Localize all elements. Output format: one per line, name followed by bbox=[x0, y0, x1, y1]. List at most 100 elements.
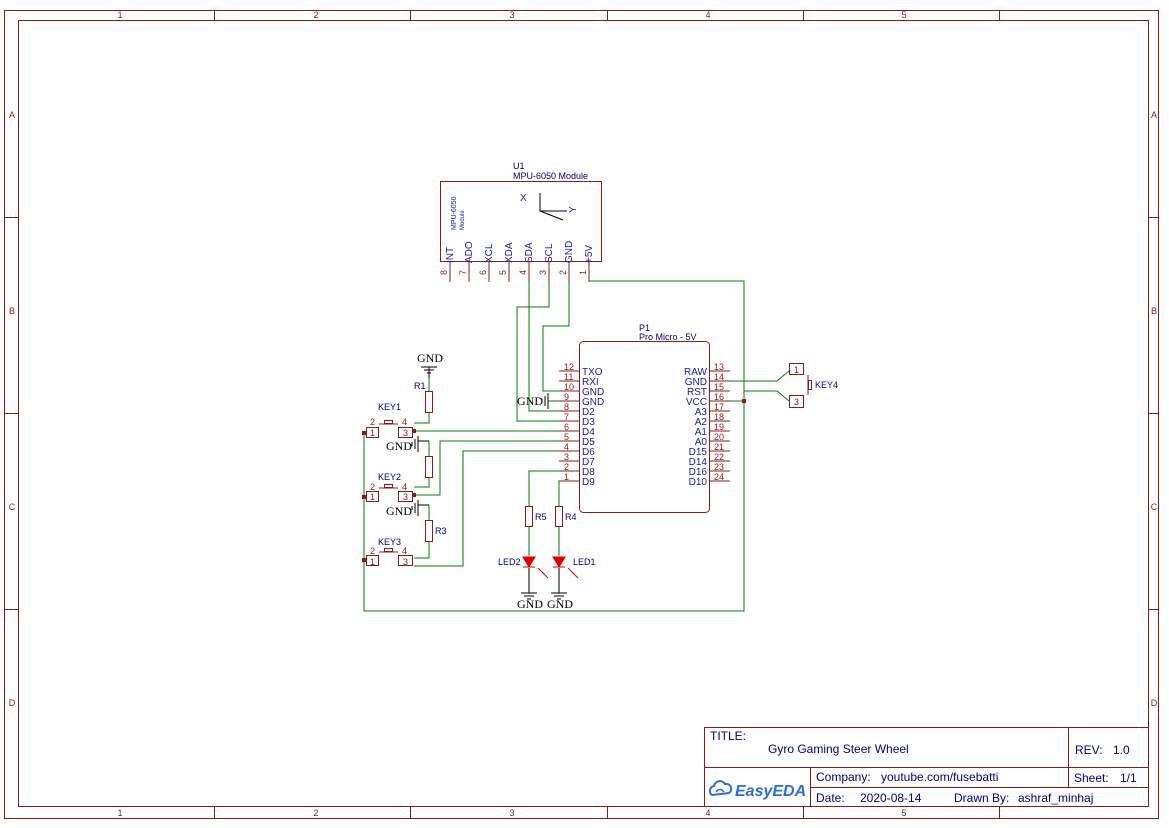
wire-key3-d6 bbox=[414, 450, 579, 567]
p1-pin-7-number: 7 bbox=[564, 412, 569, 422]
r5-ref: R5 bbox=[535, 512, 547, 522]
u1-inner-label-1: MPU-6050 bbox=[451, 196, 458, 230]
col-label-bottom-2: 2 bbox=[313, 808, 318, 818]
p1-name: Pro Micro - 5V bbox=[639, 332, 697, 342]
gnd-symbol-r3: GND bbox=[386, 500, 429, 518]
wire-d8-r5 bbox=[528, 470, 579, 506]
p1-pin-16-number: 16 bbox=[714, 392, 724, 402]
key2-pin-3: 3 bbox=[403, 492, 408, 502]
key3-switch[interactable]: KEY3 2 1 4 3 bbox=[366, 537, 413, 567]
gnd-label-p1: GND bbox=[517, 394, 543, 408]
col-label-bottom-5: 5 bbox=[901, 808, 906, 818]
key2-ref: KEY2 bbox=[378, 472, 401, 482]
rev-value: 1.0 bbox=[1113, 743, 1130, 757]
p1-pin-3-number: 3 bbox=[564, 452, 569, 462]
gnd-label-r3: GND bbox=[386, 504, 412, 518]
p1-pin-24-name: D10 bbox=[689, 477, 708, 488]
r2-resistor[interactable] bbox=[425, 441, 433, 478]
u1-pin-1-number: 1 bbox=[578, 270, 588, 275]
logo-text: EasyEDA bbox=[735, 783, 806, 800]
key1-pin-1: 1 bbox=[370, 428, 375, 438]
cloud-icon bbox=[708, 780, 733, 797]
gnd-symbol-r2: GND bbox=[386, 436, 429, 453]
p1-pin-22-name: D14 bbox=[689, 457, 708, 468]
gnd-symbol-p1: GND bbox=[517, 393, 549, 409]
u1-pin-6-name: XCL bbox=[484, 243, 495, 263]
p1-pin-15-number: 15 bbox=[714, 382, 724, 392]
led2-ref: LED2 bbox=[498, 557, 521, 567]
row-label-right-d: D bbox=[1151, 698, 1158, 708]
p1-pin-22-number: 22 bbox=[714, 452, 724, 462]
p1-pin-9-number: 9 bbox=[564, 392, 569, 402]
sheet-value: 1/1 bbox=[1120, 771, 1137, 785]
key4-switch[interactable]: KEY4 1 3 bbox=[789, 363, 839, 408]
p1-pin-8-name: D2 bbox=[582, 407, 595, 418]
p1-pin-1-number: 1 bbox=[564, 472, 569, 482]
r5-resistor[interactable]: R5 bbox=[525, 506, 547, 527]
u1-mpu6050[interactable]: U1 MPU-6050 Module MPU-6050 Module X Y I… bbox=[439, 161, 602, 282]
led1-ref: LED1 bbox=[573, 557, 596, 567]
row-label-right-a: A bbox=[1151, 110, 1157, 120]
wire-r2-key2 bbox=[414, 478, 430, 488]
led2[interactable]: LED2 bbox=[498, 556, 549, 579]
u1-pin-3-name: SCL bbox=[544, 243, 555, 263]
company-label: Company: bbox=[816, 770, 871, 784]
title-label: TITLE: bbox=[710, 729, 746, 743]
r4-ref: R4 bbox=[565, 512, 577, 522]
gnd-label-led2: GND bbox=[517, 597, 543, 611]
p1-pin-23-number: 23 bbox=[714, 462, 724, 472]
drawn-by-value: ashraf_minhaj bbox=[1018, 791, 1093, 805]
p1-pin-20-name: A0 bbox=[695, 437, 708, 448]
p1-pin-5-number: 5 bbox=[564, 432, 569, 442]
p1-pin-17-number: 17 bbox=[714, 402, 724, 412]
key3-pin-3: 3 bbox=[403, 557, 408, 567]
u1-pin-8-number: 8 bbox=[439, 270, 449, 275]
row-label-right-c: C bbox=[1151, 502, 1158, 512]
p1-pin-6-number: 6 bbox=[564, 422, 569, 432]
r4-resistor[interactable]: R4 bbox=[555, 506, 577, 527]
p1-pin-3-name: D7 bbox=[582, 457, 595, 468]
r1-ref: R1 bbox=[414, 381, 426, 391]
gnd-symbol-led1: GND bbox=[547, 568, 573, 611]
key1-pin-2: 2 bbox=[370, 417, 375, 427]
title-value: Gyro Gaming Steer Wheel bbox=[768, 742, 909, 756]
gnd-symbol-r1: GND bbox=[417, 351, 443, 378]
col-label-bottom-4: 4 bbox=[705, 808, 710, 818]
r3-resistor[interactable]: R3 bbox=[425, 505, 447, 542]
r3-ref: R3 bbox=[435, 526, 447, 536]
gnd-label-led1: GND bbox=[547, 597, 573, 611]
wire-scl-d3 bbox=[516, 262, 579, 422]
p1-pin-13-name: RAW bbox=[684, 367, 708, 378]
company-value: youtube.com/fusebatti bbox=[881, 770, 998, 784]
key3-pin-2: 2 bbox=[370, 546, 375, 556]
u1-pin-4-number: 4 bbox=[518, 270, 528, 275]
p1-pin-19-name: A1 bbox=[695, 427, 708, 438]
p1-pin-24-number: 24 bbox=[714, 472, 724, 482]
p1-pin-10-number: 10 bbox=[564, 382, 574, 392]
led1[interactable]: LED1 bbox=[552, 556, 596, 579]
u1-pin-2-name: GND bbox=[564, 241, 575, 263]
gnd-symbol-led2: GND bbox=[517, 568, 543, 611]
p1-pin-11-number: 11 bbox=[564, 372, 573, 382]
col-label-bottom-3: 3 bbox=[509, 808, 514, 818]
u1-inner-label-2: Module bbox=[460, 210, 466, 230]
junctions bbox=[362, 399, 746, 562]
p1-pin-9-name: GND bbox=[582, 397, 604, 408]
date-value: 2020-08-14 bbox=[860, 791, 922, 805]
key1-pin-4: 4 bbox=[402, 417, 407, 427]
key1-switch[interactable]: KEY1 2 1 4 3 bbox=[366, 402, 413, 438]
p1-pin-17-name: A3 bbox=[695, 407, 708, 418]
p1-pin-5-name: D5 bbox=[582, 437, 595, 448]
row-label-right-b: B bbox=[1151, 306, 1157, 316]
u1-pin-1-name: +5V bbox=[584, 245, 595, 263]
easyeda-logo: EasyEDA bbox=[708, 780, 806, 800]
u1-pin-8-name: INT bbox=[445, 247, 456, 263]
p1-pin-13-number: 13 bbox=[714, 362, 724, 372]
key2-switch[interactable]: KEY2 2 1 4 3 bbox=[366, 472, 413, 502]
wire-key4-gnd bbox=[730, 370, 790, 382]
p1-pin-18-number: 18 bbox=[714, 412, 724, 422]
r1-resistor[interactable]: R1 bbox=[414, 381, 433, 413]
p1-pin-4-number: 4 bbox=[564, 442, 569, 452]
